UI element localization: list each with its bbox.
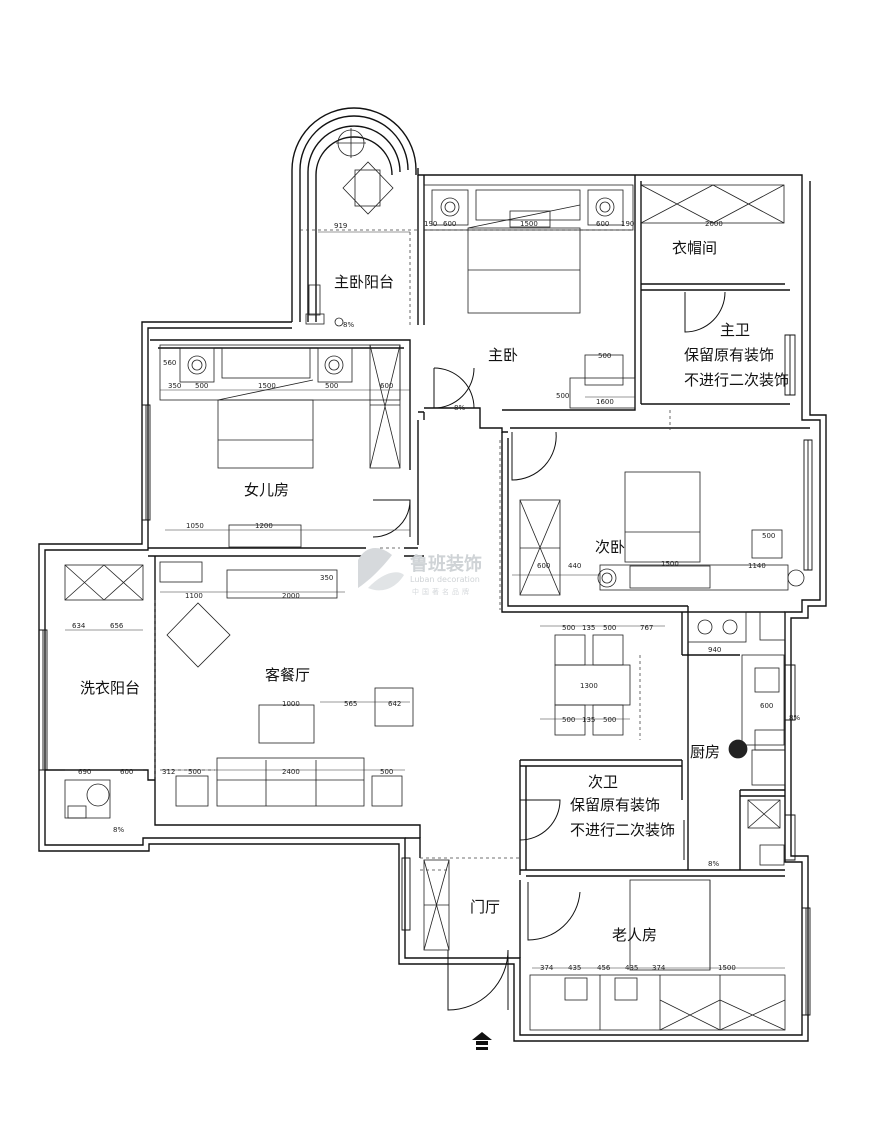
dimension-lines bbox=[65, 231, 785, 969]
dim-label: 1500 bbox=[520, 220, 538, 228]
label-master-bath: 主卫 bbox=[720, 321, 750, 339]
dim-label: 8% bbox=[343, 321, 354, 329]
dim-label: 2000 bbox=[705, 220, 723, 228]
dim-label: 500 bbox=[603, 624, 616, 632]
dim-label: 135 bbox=[582, 716, 595, 724]
label-foyer: 门厅 bbox=[470, 898, 500, 916]
dim-label: 642 bbox=[388, 700, 401, 708]
dim-label: 8% bbox=[708, 860, 719, 868]
label-master-bath-note-1: 保留原有装饰 bbox=[684, 346, 774, 364]
dim-label: 940 bbox=[708, 646, 721, 654]
dimension-texts: 919 190 600 1500 600 190 2000 500 500 16… bbox=[72, 220, 800, 972]
dim-label: 500 bbox=[762, 532, 775, 540]
dim-label: 190 bbox=[621, 220, 634, 228]
dim-label: 312 bbox=[162, 768, 175, 776]
dim-label: 8% bbox=[113, 826, 124, 834]
label-cloakroom: 衣帽间 bbox=[672, 239, 717, 257]
dim-label: 634 bbox=[72, 622, 86, 630]
dim-label: 1600 bbox=[596, 398, 614, 406]
label-second-bedroom: 次卧 bbox=[595, 538, 625, 556]
watermark-slogan: 中国著名品牌 bbox=[412, 587, 472, 596]
room-labels: 主卧阳台 主卧 衣帽间 主卫 保留原有装饰 不进行二次装饰 女儿房 次卧 客餐厅… bbox=[80, 239, 789, 944]
dim-label: 1500 bbox=[718, 964, 736, 972]
furniture bbox=[64, 128, 805, 1031]
dim-label: 1500 bbox=[661, 560, 679, 568]
label-second-bath-note-1: 保留原有装饰 bbox=[570, 796, 660, 814]
label-kitchen: 厨房 bbox=[690, 743, 720, 761]
door-swings bbox=[372, 291, 726, 1011]
dim-label: 374 bbox=[652, 964, 666, 972]
dim-label: 500 bbox=[325, 382, 338, 390]
dim-label: 374 bbox=[540, 964, 554, 972]
dim-label: 500 bbox=[562, 716, 575, 724]
dim-label: 500 bbox=[195, 382, 208, 390]
dim-label: 767 bbox=[640, 624, 653, 632]
watermark: 鲁班装饰 Luban decoration 中国著名品牌 bbox=[358, 548, 482, 596]
dim-label: 600 bbox=[760, 702, 773, 710]
dim-label: 456 bbox=[597, 964, 611, 972]
dim-label: 8% bbox=[789, 714, 800, 722]
dim-label: 500 bbox=[380, 768, 393, 776]
dim-label: 435 bbox=[568, 964, 581, 972]
dim-label: 350 bbox=[168, 382, 181, 390]
dim-label: 1500 bbox=[258, 382, 276, 390]
dim-label: 1100 bbox=[185, 592, 203, 600]
dim-label: 350 bbox=[320, 574, 333, 582]
dim-label: 1300 bbox=[580, 682, 598, 690]
dim-label: 190 bbox=[424, 220, 437, 228]
dim-label: 500 bbox=[556, 392, 569, 400]
dim-label: 1000 bbox=[282, 700, 300, 708]
dim-label: 500 bbox=[188, 768, 201, 776]
dim-label: 565 bbox=[344, 700, 357, 708]
label-second-bath-note-2: 不进行二次装饰 bbox=[570, 821, 675, 839]
label-master-balcony: 主卧阳台 bbox=[334, 273, 394, 291]
dim-label: 600 bbox=[443, 220, 456, 228]
watermark-brand-en: Luban decoration bbox=[410, 575, 480, 584]
dim-label: 500 bbox=[562, 624, 575, 632]
dim-label: 656 bbox=[110, 622, 124, 630]
dim-label: 440 bbox=[568, 562, 581, 570]
dim-label: 135 bbox=[582, 624, 595, 632]
dim-label: 2400 bbox=[282, 768, 300, 776]
dim-label: 600 bbox=[596, 220, 609, 228]
dim-label: 600 bbox=[537, 562, 550, 570]
windows bbox=[38, 334, 813, 1016]
watermark-logo-icon bbox=[358, 548, 392, 588]
dim-label: 8% bbox=[454, 404, 465, 412]
dim-label: 1140 bbox=[748, 562, 766, 570]
dim-label: 435 bbox=[625, 964, 638, 972]
entrance-arrow-icon bbox=[472, 1032, 492, 1050]
label-second-bath: 次卫 bbox=[588, 773, 618, 791]
dim-label: 919 bbox=[334, 222, 347, 230]
label-master-bedroom: 主卧 bbox=[488, 346, 518, 364]
dim-label: 600 bbox=[380, 382, 393, 390]
label-living-dining: 客餐厅 bbox=[265, 666, 310, 684]
dim-label: 600 bbox=[120, 768, 133, 776]
dim-label: 500 bbox=[603, 716, 616, 724]
label-master-bath-note-2: 不进行二次装饰 bbox=[684, 371, 789, 389]
label-daughter-room: 女儿房 bbox=[244, 481, 289, 499]
label-elder-room: 老人房 bbox=[612, 926, 657, 944]
dim-label: 1050 bbox=[186, 522, 204, 530]
dim-label: 560 bbox=[163, 359, 176, 367]
dim-label: 2000 bbox=[282, 592, 300, 600]
dim-label: 500 bbox=[598, 352, 611, 360]
watermark-brand: 鲁班装饰 bbox=[410, 553, 482, 575]
label-laundry-balcony: 洗衣阳台 bbox=[80, 679, 140, 697]
dim-label: 690 bbox=[78, 768, 91, 776]
dim-label: 1200 bbox=[255, 522, 273, 530]
